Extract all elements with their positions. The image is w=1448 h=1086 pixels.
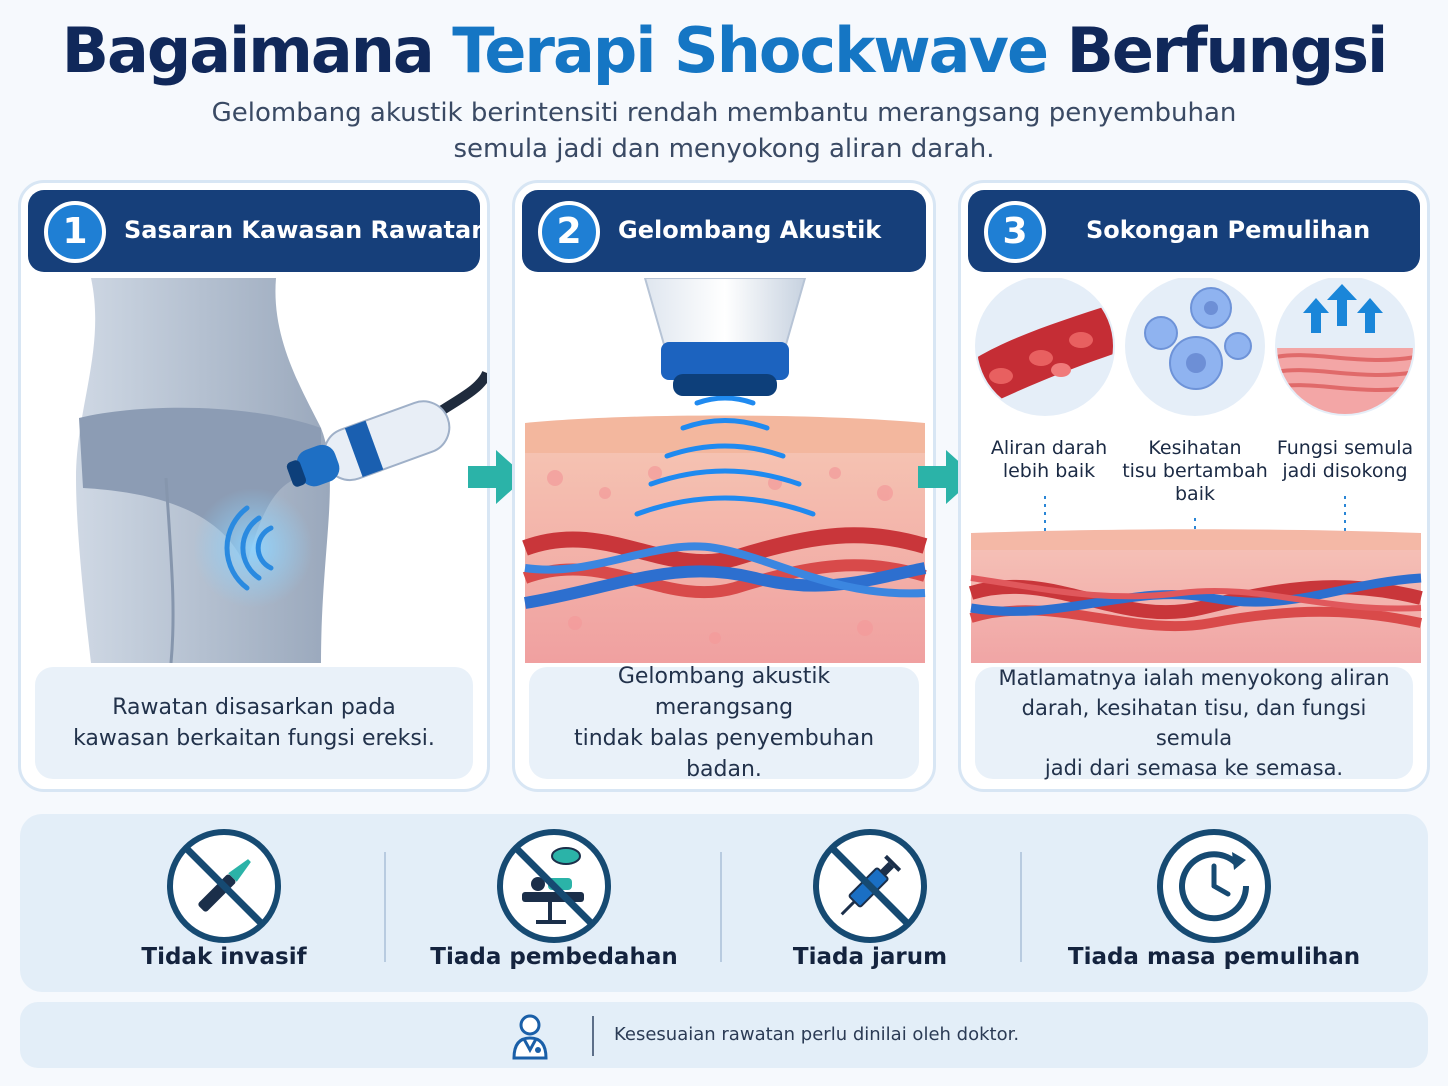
- step-1-header: 1 Sasaran Kawasan Rawatan: [28, 190, 487, 272]
- circle-2-line-3: baik: [1175, 483, 1215, 505]
- pelvis-treatment-illustration: [76, 278, 487, 663]
- step-3-desc-line-2: darah, kesihatan tisu, dan fungsi semula: [1021, 696, 1367, 750]
- benefit-label: Tiada masa pemulihan: [1067, 944, 1361, 970]
- benefit-circle-label-1: Aliran darah lebih baik: [975, 437, 1123, 483]
- divider: [1020, 852, 1022, 962]
- note-divider: [592, 1016, 594, 1056]
- step-2-desc-line-2: tindak balas penyembuhan badan.: [573, 726, 875, 782]
- step-3-number: 3: [984, 201, 1046, 263]
- no-surgery-icon: [497, 829, 611, 943]
- circle-1-line-2: lebih baik: [1002, 460, 1096, 482]
- page-subtitle: Gelombang akustik berintensiti rendah me…: [124, 95, 1324, 167]
- step-2-description: Gelombang akustik merangsang tindak bala…: [529, 664, 919, 782]
- circle-2-line-1: Kesihatan: [1148, 437, 1242, 459]
- step-2-desc-line-1: Gelombang akustik merangsang: [617, 664, 831, 720]
- benefit-label: Tiada pembedahan: [430, 944, 678, 970]
- subtitle-line-2: semula jadi dan menyokong aliran darah.: [453, 134, 995, 164]
- divider: [384, 852, 386, 962]
- step-2-number: 2: [538, 201, 600, 263]
- step-3-description: Matlamatnya ialah menyokong aliran darah…: [975, 666, 1413, 780]
- doctor-note: Kesesuaian rawatan perlu dinilai oleh do…: [20, 1002, 1428, 1068]
- benefit-label: Tidak invasif: [141, 944, 307, 970]
- step-3-panel: 3 Sokongan Pemulihan: [958, 180, 1430, 792]
- benefit-label: Tiada jarum: [792, 944, 948, 970]
- step-2-panel: 2 Gelombang Akustik: [512, 180, 936, 792]
- title-part-3: Berfungsi: [1047, 14, 1389, 87]
- step-2-title: Gelombang Akustik: [618, 216, 882, 244]
- title-part-1: Bagaimana: [61, 14, 453, 87]
- step-1-desc-line-1: Rawatan disasarkan pada: [112, 695, 396, 720]
- benefit-no-needle: Tiada jarum: [710, 814, 1030, 992]
- arrow-right-icon: [468, 450, 526, 504]
- page-title: Bagaimana Terapi Shockwave Berfungsi: [0, 14, 1448, 87]
- benefit-circle-label-3: Fungsi semula jadi disokong: [1269, 437, 1421, 483]
- benefit-circle-label-2: Kesihatan tisu bertambah baik: [1115, 437, 1275, 506]
- circle-1-line-1: Aliran darah: [990, 437, 1108, 459]
- no-scalpel-icon: [167, 829, 281, 943]
- step-3-header: 3 Sokongan Pemulihan: [968, 190, 1420, 272]
- benefits-bar: Tidak invasif Tiada pembedahan Tia: [20, 814, 1428, 992]
- step-1-panel: 1 Sasaran Kawasan Rawatan: [18, 180, 490, 792]
- circle-2-line-2: tisu bertambah: [1122, 460, 1268, 482]
- step-3-title: Sokongan Pemulihan: [1086, 216, 1371, 244]
- subtitle-line-1: Gelombang akustik berintensiti rendah me…: [211, 98, 1237, 128]
- step-1-number: 1: [44, 201, 106, 263]
- step-1-title: Sasaran Kawasan Rawatan: [124, 216, 489, 244]
- circle-3-line-2: jadi disokong: [1282, 460, 1408, 482]
- benefit-non-invasive: Tidak invasif: [64, 814, 384, 992]
- circle-3-line-1: Fungsi semula: [1276, 437, 1414, 459]
- no-needle-icon: [813, 829, 927, 943]
- clock-icon: [1157, 829, 1271, 943]
- note-text: Kesesuaian rawatan perlu dinilai oleh do…: [614, 1024, 1020, 1045]
- recovery-illustration: [968, 278, 1423, 663]
- divider: [720, 852, 722, 962]
- step-3-desc-line-3: jadi dari semasa ke semasa.: [1044, 756, 1344, 780]
- step-1-description: Rawatan disasarkan pada kawasan berkaita…: [35, 667, 473, 779]
- step-1-desc-line-2: kawasan berkaitan fungsi ereksi.: [73, 726, 435, 751]
- benefit-no-surgery: Tiada pembedahan: [394, 814, 714, 992]
- acoustic-wave-illustration: [522, 278, 928, 663]
- doctor-icon: [512, 1014, 548, 1060]
- arrow-right-icon: [918, 450, 976, 504]
- step-3-desc-line-1: Matlamatnya ialah menyokong aliran: [998, 666, 1390, 690]
- step-2-header: 2 Gelombang Akustik: [522, 190, 926, 272]
- title-highlight: Terapi Shockwave: [452, 14, 1049, 87]
- benefit-no-recovery-time: Tiada masa pemulihan: [1054, 814, 1374, 992]
